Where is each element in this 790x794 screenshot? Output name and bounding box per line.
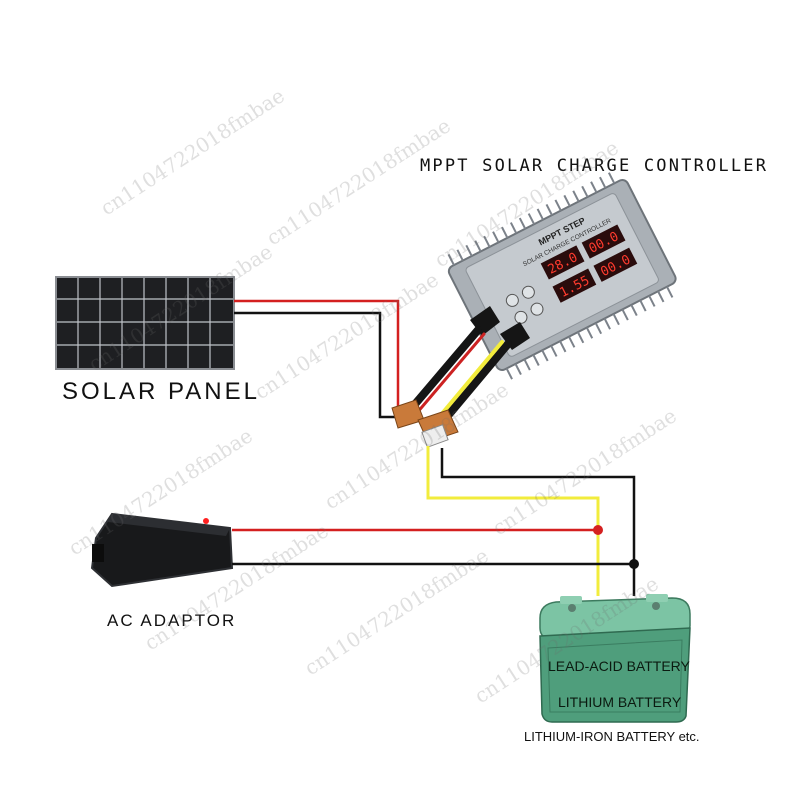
controller-button-4	[530, 302, 544, 316]
controller-button-2	[521, 285, 535, 299]
positive-junction-dot	[593, 525, 603, 535]
battery-image	[539, 594, 691, 723]
battery-type-lead-acid: LEAD-ACID BATTERY	[548, 658, 690, 674]
solar-panel-label: SOLAR PANEL	[62, 378, 260, 405]
controller-label: MPPT SOLAR CHARGE CONTROLLER	[420, 156, 769, 176]
ac-adaptor-image	[90, 512, 234, 588]
battery-type-lithium: LITHIUM BATTERY	[558, 694, 682, 710]
solar-panel-image	[55, 276, 235, 370]
solar-negative-wire	[234, 311, 400, 419]
solar-positive-wire	[234, 299, 400, 415]
controller-button-3	[514, 310, 528, 324]
battery-caption: LITHIUM-IRON BATTERY etc.	[524, 729, 700, 744]
controller-button-1	[505, 293, 519, 307]
battery-positive-wire	[426, 446, 600, 596]
charge-controller-image: MPPT STEP SOLAR CHARGE CONTROLLER 28.0 0…	[447, 172, 677, 380]
controller-cables	[391, 306, 530, 448]
negative-junction-dot	[629, 559, 639, 569]
battery-negative-wire	[440, 448, 636, 596]
ac-adaptor-label: AC ADAPTOR	[107, 611, 237, 630]
